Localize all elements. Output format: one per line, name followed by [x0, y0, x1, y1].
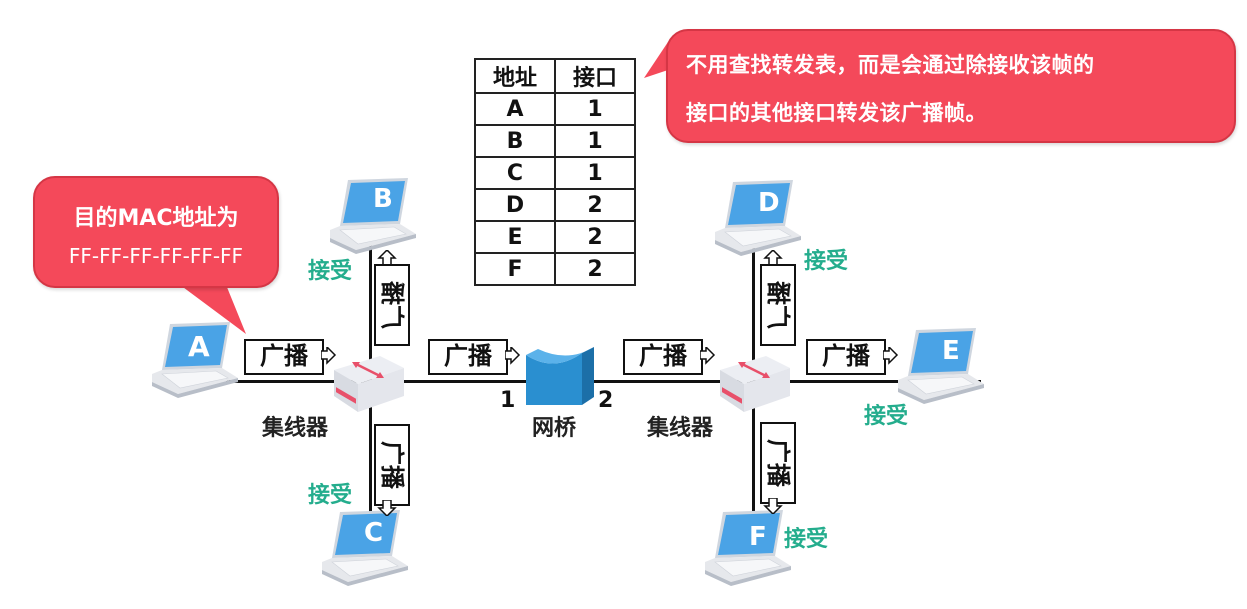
- cell-port: 2: [554, 188, 636, 222]
- hub-left: [332, 350, 406, 418]
- broadcast-label-hub-to-d: 广播: [760, 264, 796, 346]
- callout-top-line2: 接口的其他接口转发该广播帧。: [686, 101, 987, 125]
- broadcast-text: 广播: [378, 281, 406, 329]
- cell-address: B: [474, 124, 556, 158]
- hub-icon: [718, 354, 792, 414]
- hub-right: [718, 350, 792, 418]
- broadcast-text: 广播: [764, 439, 792, 487]
- cell-port: 2: [554, 220, 636, 254]
- bridge-port-1: 1: [500, 388, 516, 413]
- hub-right-label: 集线器: [647, 416, 714, 441]
- host-d: D: [714, 179, 805, 264]
- arrow-right-icon: [883, 347, 898, 364]
- bridge-port-2: 2: [598, 388, 614, 413]
- cell-address: A: [474, 92, 556, 126]
- bridge-icon: [526, 347, 594, 405]
- cell-port: 1: [554, 92, 636, 126]
- arrow-down-icon: [377, 500, 397, 516]
- accept-label-d: 接受: [804, 249, 849, 274]
- host-b-letter: B: [373, 184, 393, 214]
- accept-label-f: 接受: [784, 527, 829, 552]
- cell-address: E: [474, 220, 556, 254]
- table-header-row: 地址 接口: [474, 58, 636, 94]
- callout-left-line1: 目的MAC地址为: [73, 206, 239, 231]
- broadcast-label-hub-to-f: 广播: [760, 422, 796, 504]
- host-e-letter: E: [942, 336, 960, 366]
- host-a-letter: A: [188, 330, 210, 363]
- broadcast-label-a-to-hub: 广播: [244, 339, 324, 375]
- bubble-top-tail: [644, 42, 668, 78]
- host-f-letter: F: [749, 522, 767, 552]
- host-a: A: [151, 321, 242, 406]
- hub-left-label: 集线器: [262, 416, 329, 441]
- main-bus-line: [226, 380, 981, 383]
- header-address: 地址: [474, 58, 556, 94]
- broadcast-label-hub-to-c: 广播: [374, 424, 410, 506]
- broadcast-label-bridge-to-hub: 广播: [623, 339, 703, 375]
- arrow-right-icon: [700, 347, 715, 364]
- accept-label-b: 接受: [308, 259, 353, 284]
- broadcast-label-hub-to-b: 广播: [374, 264, 410, 346]
- callout-left-line2: FF-FF-FF-FF-FF-FF: [68, 244, 244, 268]
- accept-label-e: 接受: [864, 404, 909, 429]
- broadcast-label-hub-to-bridge: 广播: [428, 339, 508, 375]
- broadcast-text: 广播: [378, 441, 406, 489]
- arrow-right-icon: [321, 347, 336, 364]
- broadcast-label-hub-to-e: 广播: [806, 339, 886, 375]
- accept-label-c: 接受: [308, 483, 353, 508]
- cell-port: 1: [554, 124, 636, 158]
- callout-top: 不用查找转发表，而是会通过除接收该帧的 接口的其他接口转发该广播帧。: [666, 29, 1236, 143]
- host-d-letter: D: [758, 188, 780, 218]
- host-f: F: [704, 509, 795, 594]
- bridge-label: 网桥: [532, 416, 577, 441]
- hub-icon: [332, 354, 406, 414]
- header-port: 接口: [554, 58, 636, 94]
- bridge: [524, 345, 596, 411]
- host-c: C: [321, 509, 412, 594]
- callout-left: 目的MAC地址为 FF-FF-FF-FF-FF-FF: [33, 176, 279, 288]
- cell-address: F: [474, 252, 556, 286]
- callout-top-line1: 不用查找转发表，而是会通过除接收该帧的: [686, 53, 1095, 77]
- cell-address: D: [474, 188, 556, 222]
- broadcast-text: 广播: [764, 281, 792, 329]
- host-c-letter: C: [364, 518, 384, 548]
- cell-address: C: [474, 156, 556, 190]
- arrow-down-icon: [763, 498, 783, 514]
- host-b: B: [329, 177, 420, 262]
- arrow-right-icon: [505, 347, 520, 364]
- cell-port: 1: [554, 156, 636, 190]
- cell-port: 2: [554, 252, 636, 286]
- host-e: E: [897, 327, 988, 412]
